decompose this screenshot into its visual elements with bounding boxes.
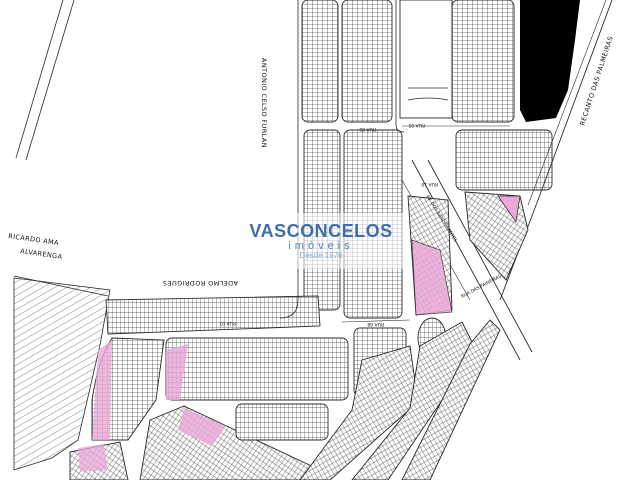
southeast-blocks — [299, 319, 501, 480]
street-label-alvarenga: ALVARENGA — [20, 247, 63, 261]
street-label-rua-10: RUA 10 — [421, 181, 438, 187]
watermark-since: Desde 1976 — [299, 251, 343, 260]
street-label-adelmo: ADELMO RODRIGUES — [163, 279, 238, 287]
eastern-blocks — [407, 191, 529, 359]
hatched-area — [13, 277, 111, 471]
street-label-rua-06: RUA 06 — [359, 126, 376, 132]
street-label-rua-08: RUA 08 — [367, 321, 384, 327]
street-label-rua-07: RUA 07 — [219, 320, 236, 326]
watermark-name: VASCONCELOS — [249, 221, 393, 241]
lake-area — [520, 0, 580, 122]
watermark-subtitle: imóveis — [288, 240, 354, 252]
agency-watermark: VASCONCELOS imóveis Desde 1976 — [236, 213, 406, 269]
left-diagonal-road — [15, 0, 75, 161]
street-label-antonio-celso: ANTONIO CELSO FURLAN — [260, 58, 268, 148]
street-label-rua-05: RUA 05 — [408, 122, 425, 128]
road-outlines — [13, 0, 510, 323]
street-label-recanto: RECANTO DAS PALMEIRAS — [578, 35, 615, 126]
southwest-blocks — [69, 337, 329, 480]
street-label-ricardo-ama: RICARDO AMA — [8, 232, 60, 247]
